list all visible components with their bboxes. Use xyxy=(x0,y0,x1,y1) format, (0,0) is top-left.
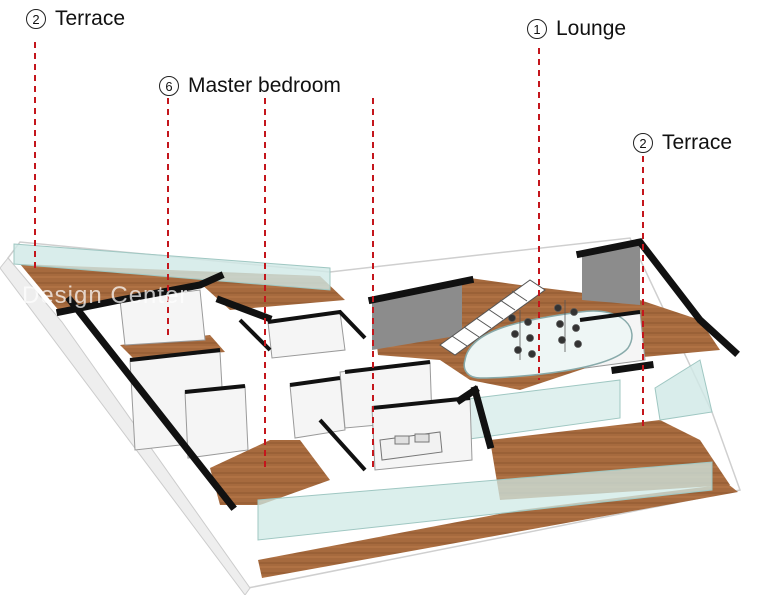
master-bedroom-floor xyxy=(210,440,330,505)
bed xyxy=(379,431,443,461)
interior-walls xyxy=(129,309,641,472)
callout-number-badge: 2 xyxy=(633,133,653,153)
callout-terrace-left: 2 Terrace xyxy=(26,7,125,31)
chandelier xyxy=(508,300,582,360)
grey-wall-right xyxy=(582,244,640,305)
grey-wall-left xyxy=(372,282,462,350)
glass-rail-right xyxy=(654,359,713,421)
leader-lines xyxy=(34,42,644,470)
callout-lounge: 1 Lounge xyxy=(527,17,626,41)
callout-label: Terrace xyxy=(662,131,733,154)
exterior-walls xyxy=(55,238,740,511)
callout-number-badge: 1 xyxy=(527,19,547,39)
staircase xyxy=(439,279,546,356)
glass-rail-bottom xyxy=(257,461,713,541)
watermark-logo: Design Center xyxy=(22,282,189,309)
callout-label: Master bedroom xyxy=(188,74,341,97)
slab-side-left xyxy=(0,257,251,596)
callout-terrace-right: 2 Terrace xyxy=(633,131,732,155)
callout-label: Lounge xyxy=(556,17,627,40)
callout-number-badge: 2 xyxy=(26,9,46,29)
glass-rail-top xyxy=(13,243,331,291)
terrace-bottom-floor xyxy=(258,484,738,578)
callout-number-badge: 6 xyxy=(159,76,179,96)
callout-master-bedroom: 6 Master bedroom xyxy=(159,74,341,98)
curved-glass-enclosure xyxy=(463,310,633,379)
callout-label: Terrace xyxy=(55,7,126,30)
